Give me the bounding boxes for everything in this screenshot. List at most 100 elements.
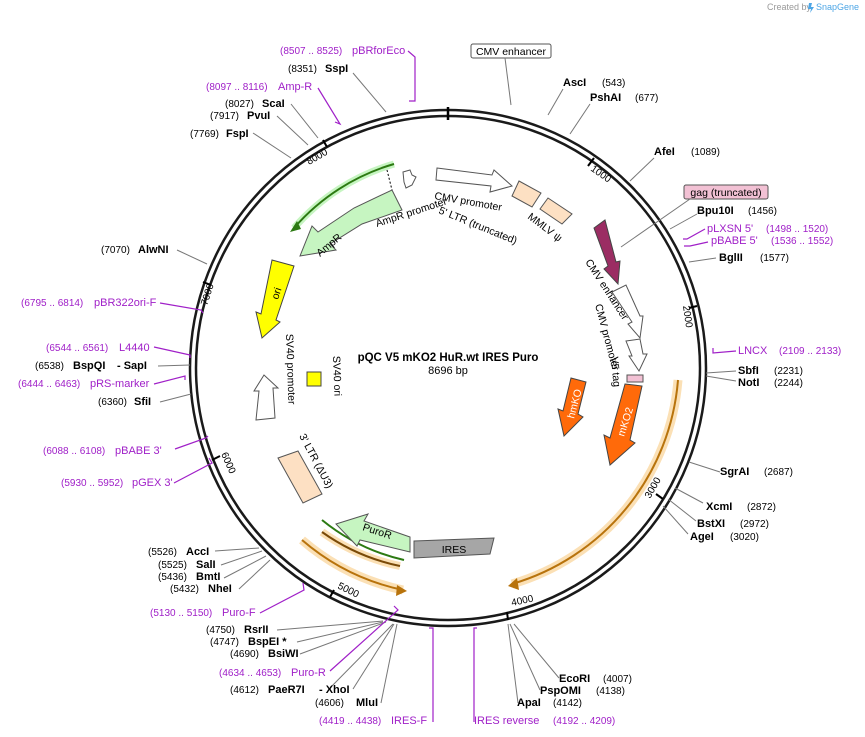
- ampr-dashed-line: [386, 169, 393, 191]
- cmv-enhancer-arrow: [611, 284, 644, 340]
- sv40-ori-block: [306, 371, 322, 387]
- site-leaders: [157, 72, 737, 704]
- gag-box-label: gag (truncated): [690, 187, 761, 199]
- primer-leaders: [153, 50, 737, 722]
- primer-name-pgex3: pGEX 3': [132, 477, 173, 489]
- site-pos-pvui: (7917): [210, 111, 239, 122]
- site-pos-mlui: (4606): [315, 698, 344, 709]
- orf-arc-right: [508, 379, 683, 590]
- ori-arrow: [255, 259, 295, 339]
- primer-name-pbabe3: pBABE 3': [115, 445, 162, 457]
- tick-2000: 2000: [680, 305, 694, 329]
- site-pos-sgrai: (2687): [764, 467, 793, 478]
- site-pos-bstxi: (2972): [740, 519, 769, 530]
- plasmid-name: pQC V5 mKO2 HuR.wt IRES Puro: [358, 352, 539, 364]
- primer-range-plxsn5: (1498 .. 1520): [766, 224, 828, 235]
- sv40-ori-label: SV40 ori: [330, 356, 343, 397]
- site-pos-apai: (4142): [553, 698, 582, 709]
- site-pos-sali: (5525): [158, 560, 187, 571]
- primer-name-l4440: L4440: [119, 342, 150, 354]
- tick-7000: 7000: [199, 282, 216, 307]
- site-name-xhoi: - XhoI: [319, 684, 350, 696]
- site-pos-bspei: (4747): [210, 637, 239, 648]
- primer-range-lncx: (2109 .. 2133): [779, 346, 841, 357]
- site-name-bglii: BglII: [719, 252, 743, 264]
- site-name-xcmi: XcmI: [706, 501, 732, 513]
- primer-range-prs-marker: (6444 .. 6463): [18, 379, 80, 390]
- site-name-fspi: FspI: [226, 128, 249, 140]
- site-pos-bspqi: (6538): [35, 361, 64, 372]
- site-pos-pshai: (677): [635, 93, 658, 104]
- site-pos-bpu10i: (1456): [748, 206, 777, 217]
- puror-arrow: [335, 513, 411, 553]
- cmv-promoter-top-arrow: [435, 167, 514, 193]
- primer-range-puro-f: (5130 .. 5150): [150, 608, 212, 619]
- primer-name-ampr: Amp-R: [278, 81, 312, 93]
- mmlv-tag-arrow: [593, 219, 621, 286]
- site-name-bspei: BspEI *: [248, 636, 287, 648]
- mmlv-block: [539, 197, 573, 225]
- site-name-mlui: MluI: [356, 697, 378, 709]
- cmv-promoter-arrow: [625, 338, 648, 373]
- site-name-asci: AscI: [563, 77, 586, 89]
- site-name-apai: ApaI: [517, 697, 541, 709]
- site-pos-sbfi: (2231): [774, 366, 803, 377]
- site-name-sbfi: SbfI: [738, 365, 759, 377]
- site-pos-alwni: (7070): [101, 245, 130, 256]
- orf-arc-bottom: [299, 528, 407, 596]
- site-pos-scai: (8027): [225, 99, 254, 110]
- site-pos-bglii: (1577): [760, 253, 789, 264]
- mko2-arrow: [603, 383, 643, 466]
- sv40-promoter-arrow: [253, 374, 280, 421]
- primer-range-pgex3: (5930 .. 5952): [61, 478, 123, 489]
- primer-range-pbabe5: (1536 .. 1552): [771, 236, 833, 247]
- primer-name-plxsn5: pLXSN 5': [707, 223, 753, 235]
- site-name-pvui: PvuI: [247, 110, 270, 122]
- ampr-promoter-arrow: [402, 169, 417, 189]
- gag-box-leader: [620, 198, 691, 248]
- created-by-text: Created by: [767, 2, 812, 12]
- snapgene-icon: [808, 3, 814, 13]
- snapgene-logo: SnapGene: [808, 2, 859, 13]
- snapgene-brand: SnapGene: [816, 2, 859, 12]
- tick-4000: 4000: [510, 593, 534, 608]
- site-pos-agei: (3020): [730, 532, 759, 543]
- site-name-noti: NotI: [738, 377, 759, 389]
- primer-name-ires-f: IRES-F: [391, 715, 427, 727]
- site-pos-acci: (5526): [148, 547, 177, 558]
- site-name-afei: AfeI: [654, 146, 675, 158]
- site-name-sali: SalI: [196, 559, 216, 571]
- primer-range-pbabe3: (6088 .. 6108): [43, 446, 105, 457]
- primer-name-lncx: LNCX: [738, 345, 768, 357]
- primer-range-ampr: (8097 .. 8116): [206, 82, 268, 93]
- site-name-acci: AccI: [186, 546, 209, 558]
- site-pos-nhei: (5432): [170, 584, 199, 595]
- primer-name-puro-r: Puro-R: [291, 667, 326, 679]
- cmv-enhancer-box-label: CMV enhancer: [476, 46, 547, 58]
- site-name-sfii: SfiI: [134, 396, 151, 408]
- primer-range-l4440: (6544 .. 6561): [46, 343, 108, 354]
- site-name-bmti: BmtI: [196, 571, 220, 583]
- sv40-promoter-label: SV40 promoter: [283, 334, 297, 405]
- site-pos-sspi: (8351): [288, 64, 317, 75]
- site-pos-sfii: (6360): [98, 397, 127, 408]
- primer-range-ires-reverse: (4192 .. 4209): [553, 716, 615, 727]
- cmv-enhancer-box: [470, 43, 552, 59]
- primer-labels: (8507 .. 8525) pBRforEco (8097 .. 8116) …: [18, 45, 841, 727]
- tick-6000: 6000: [218, 451, 237, 476]
- primer-range-pbrforeco: (8507 .. 8525): [280, 46, 342, 57]
- primer-name-pbr322ori-f: pBR322ori-F: [94, 297, 157, 309]
- site-name-agei: AgeI: [690, 531, 714, 543]
- site-name-pshai: PshAI: [590, 92, 621, 104]
- primer-name-ires-reverse: IRES reverse: [474, 715, 539, 727]
- site-pos-noti: (2244): [774, 378, 803, 389]
- site-name-bsiwi: BsiWI: [268, 648, 299, 660]
- site-pos-ecori: (4007): [603, 674, 632, 685]
- site-name-bpu10i: Bpu10I: [697, 205, 734, 217]
- v5-tag-label: V5 tag: [608, 356, 623, 387]
- site-name-bstxi: BstXI: [697, 518, 725, 530]
- primer-name-prs-marker: pRS-marker: [90, 378, 150, 390]
- site-name-nhei: NheI: [208, 583, 232, 595]
- ori-label: ori: [269, 286, 284, 301]
